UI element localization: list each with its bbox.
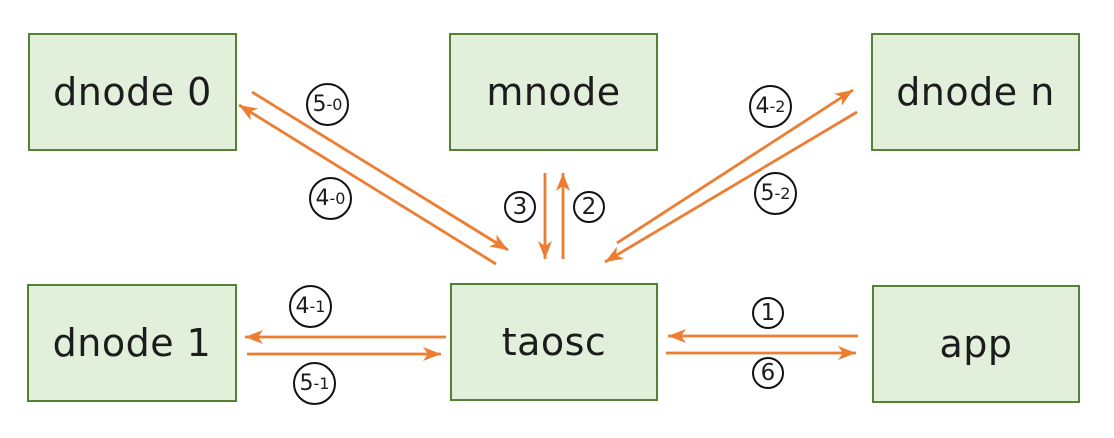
edge-label-5-1: 5-1 <box>293 362 336 405</box>
edge-label-2: 2 <box>573 191 605 223</box>
edge-label-1: 1 <box>752 297 784 329</box>
node-mnode: mnode <box>449 33 658 151</box>
node-mnode-label: mnode <box>486 70 621 114</box>
edge-label-4-1: 4-1 <box>289 285 332 328</box>
edge-label-5-2-number: 5 <box>760 180 775 206</box>
node-dnoden-label: dnode n <box>896 70 1055 114</box>
edge-label-4-0: 4-0 <box>309 177 352 220</box>
edge-label-5-1-number: 5 <box>299 370 314 396</box>
arrow-5-0 <box>251 90 509 252</box>
edge-label-6: 6 <box>752 357 784 389</box>
arrow-5-2 <box>604 110 858 264</box>
node-dnode1-label: dnode 1 <box>52 321 212 365</box>
edge-label-2-number: 2 <box>581 193 597 220</box>
edge-label-4-2-suffix: -2 <box>769 96 786 116</box>
edge-label-1-number: 1 <box>760 299 776 326</box>
node-dnode1: dnode 1 <box>27 284 237 402</box>
edge-label-4-2: 4-2 <box>749 85 792 128</box>
edge-label-5-2-suffix: -2 <box>774 183 791 203</box>
edge-label-5-1-suffix: -1 <box>313 373 330 393</box>
edge-label-4-0-number: 4 <box>315 185 330 211</box>
edge-label-5-0-number: 5 <box>312 91 327 117</box>
node-app: app <box>872 285 1080 403</box>
edge-label-4-1-suffix: -1 <box>309 296 326 316</box>
edge-label-3: 3 <box>504 191 536 223</box>
edge-label-6-number: 6 <box>760 359 776 386</box>
arrow-4-0 <box>238 103 497 266</box>
node-dnode0: dnode 0 <box>28 33 237 151</box>
edge-label-4-2-number: 4 <box>755 93 770 119</box>
edge-label-4-1-number: 4 <box>295 293 310 319</box>
node-app-label: app <box>939 322 1013 366</box>
edge-label-4-0-suffix: -0 <box>329 188 346 208</box>
edge-label-5-2: 5-2 <box>754 172 797 215</box>
node-dnoden: dnode n <box>871 33 1080 151</box>
edge-label-5-0-suffix: -0 <box>326 94 343 114</box>
edge-label-3-number: 3 <box>512 193 528 220</box>
node-taosc: taosc <box>450 283 658 401</box>
node-taosc-label: taosc <box>501 320 607 364</box>
edge-label-5-0: 5-0 <box>306 83 349 126</box>
node-dnode0-label: dnode 0 <box>53 70 212 114</box>
arrow-4-2 <box>616 88 854 245</box>
